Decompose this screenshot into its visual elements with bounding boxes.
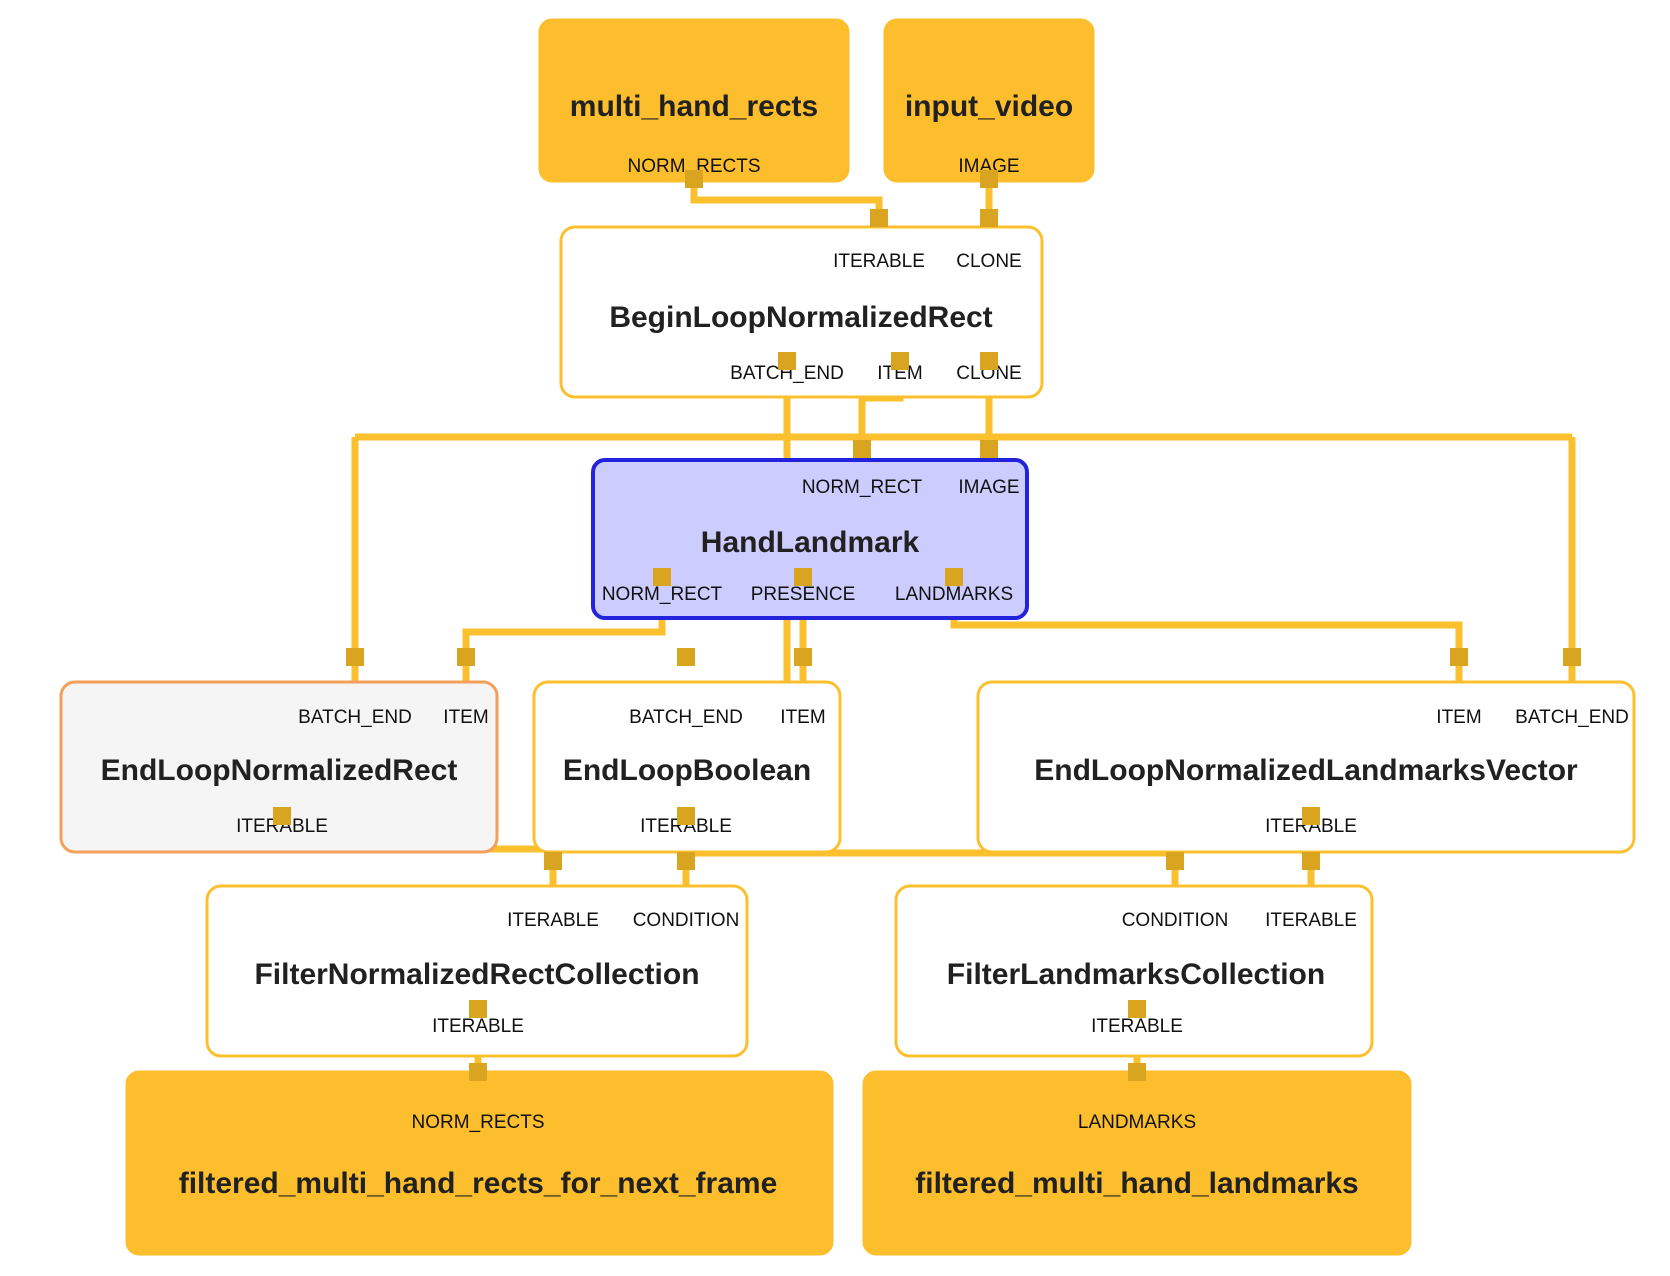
node-beginloopnormalizedrect[interactable]: BeginLoopNormalizedRect ITERABLE CLONE B… (559, 225, 1044, 399)
port-label-elnr-batch-end-in[interactable]: BATCH_END (298, 707, 412, 728)
port-label-elnr-item-in[interactable]: ITEM (443, 707, 488, 728)
port-label-flc-iterable-in[interactable]: ITERABLE (1265, 910, 1357, 931)
port-dot-flc-iterable-in[interactable] (1302, 852, 1320, 870)
port-label-image-out[interactable]: IMAGE (958, 156, 1019, 177)
port-label-elnlv-iterable-out[interactable]: ITERABLE (1265, 816, 1357, 837)
node-filtered-multi-hand-rects-for-next-frame[interactable]: NORM_RECTS filtered_multi_hand_rects_for… (125, 1070, 834, 1256)
port-label-flc-iterable-out[interactable]: ITERABLE (1091, 1016, 1183, 1037)
node-filterlandmarkscollection[interactable]: FilterLandmarksCollection CONDITION ITER… (894, 884, 1374, 1058)
port-dot-input-video-image[interactable] (980, 170, 998, 188)
port-label-elb-iterable-out[interactable]: ITERABLE (640, 816, 732, 837)
node-filtered-multi-hand-landmarks[interactable]: LANDMARKS filtered_multi_hand_landmarks (862, 1070, 1412, 1256)
node-title-multi-hand-rects: multi_hand_rects (570, 90, 818, 123)
port-label-hl-presence-out[interactable]: PRESENCE (751, 584, 856, 605)
port-label-elb-item-in[interactable]: ITEM (780, 707, 825, 728)
port-label-out-norm-rects-in[interactable]: NORM_RECTS (411, 1112, 544, 1133)
node-endloopnormalizedlandmarksvector[interactable]: EndLoopNormalizedLandmarksVector ITEM BA… (976, 680, 1636, 854)
port-dot-elnlv-iterable-out[interactable] (1302, 807, 1320, 825)
port-dot-begin-iterable-in[interactable] (870, 209, 888, 227)
node-title-filtered-multi-hand-rects: filtered_multi_hand_rects_for_next_frame (179, 1167, 778, 1200)
port-dot-elb-item-in[interactable] (794, 648, 812, 666)
port-label-out-landmarks-in[interactable]: LANDMARKS (1078, 1112, 1196, 1133)
node-title-endloopnormalizedlandmarksvector: EndLoopNormalizedLandmarksVector (1034, 754, 1578, 787)
port-dot-elnr-item-in[interactable] (457, 648, 475, 666)
port-label-hl-norm-rect-out[interactable]: NORM_RECT (602, 584, 723, 605)
port-label-begin-clone-in[interactable]: CLONE (956, 251, 1021, 272)
edge-multi-hand-rects-to-iterable (690, 180, 883, 233)
port-dot-layer (273, 170, 1581, 1081)
port-dot-begin-clone-in[interactable] (980, 209, 998, 227)
node-title-filterlandmarkscollection: FilterLandmarksCollection (947, 958, 1325, 991)
port-dot-hl-norm-rect-out[interactable] (653, 568, 671, 586)
port-label-elnlv-item-in[interactable]: ITEM (1436, 707, 1481, 728)
port-label-begin-clone-out[interactable]: CLONE (956, 363, 1021, 384)
port-label-begin-iterable-in[interactable]: ITERABLE (833, 251, 925, 272)
port-dot-flc-iterable-out[interactable] (1128, 1000, 1146, 1018)
node-endloopnormalizedrect[interactable]: EndLoopNormalizedRect BATCH_END ITEM ITE… (59, 680, 499, 854)
port-label-norm-rects-out[interactable]: NORM_RECTS (627, 156, 760, 177)
port-dot-multi-hand-rects-norm-rects[interactable] (685, 170, 703, 188)
port-dot-hl-norm-rect-in[interactable] (853, 440, 871, 458)
node-input-video[interactable]: input_video IMAGE (883, 18, 1095, 183)
port-dot-fnrc-condition-in[interactable] (677, 852, 695, 870)
port-label-elnlv-batch-end-in[interactable]: BATCH_END (1515, 707, 1629, 728)
port-dot-begin-item-out[interactable] (891, 352, 909, 370)
port-label-fnrc-iterable-in[interactable]: ITERABLE (507, 910, 599, 931)
port-label-hl-image-in[interactable]: IMAGE (958, 477, 1019, 498)
port-dot-flc-condition-in[interactable] (1166, 852, 1184, 870)
edge-landmarks-to-item (950, 578, 1463, 684)
node-title-beginloopnormalizedrect: BeginLoopNormalizedRect (609, 301, 992, 334)
node-multi-hand-rects[interactable]: multi_hand_rects NORM_RECTS (538, 18, 850, 183)
port-dot-begin-batch-end-out[interactable] (778, 352, 796, 370)
port-dot-fnrc-iterable-in[interactable] (544, 852, 562, 870)
port-label-hl-norm-rect-in[interactable]: NORM_RECT (802, 477, 923, 498)
node-title-filternormalizedrectcollection: FilterNormalizedRectCollection (254, 958, 699, 991)
port-dot-hl-presence-out[interactable] (794, 568, 812, 586)
port-dot-hl-image-in[interactable] (980, 440, 998, 458)
port-dot-elnlv-item-in[interactable] (1450, 648, 1468, 666)
node-title-handlandmark: HandLandmark (701, 526, 920, 559)
port-label-begin-item-out[interactable]: ITEM (877, 363, 922, 384)
node-filternormalizedrectcollection[interactable]: FilterNormalizedRectCollection ITERABLE … (205, 884, 749, 1058)
port-label-fnrc-condition-in[interactable]: CONDITION (633, 910, 740, 931)
port-dot-elnr-batch-end-in[interactable] (346, 648, 364, 666)
port-dot-out-norm-rects-in[interactable] (469, 1063, 487, 1081)
node-title-filtered-multi-hand-landmarks: filtered_multi_hand_landmarks (915, 1167, 1358, 1200)
node-endloopboolean[interactable]: EndLoopBoolean BATCH_END ITEM ITERABLE (532, 680, 842, 854)
node-title-input-video: input_video (905, 90, 1073, 123)
node-title-endloopnormalizedrect: EndLoopNormalizedRect (101, 754, 458, 787)
port-dot-begin-clone-out[interactable] (980, 352, 998, 370)
port-dot-elnlv-batch-end-in[interactable] (1563, 648, 1581, 666)
port-dot-hl-landmarks-out[interactable] (945, 568, 963, 586)
port-dot-elnr-iterable-out[interactable] (273, 807, 291, 825)
port-label-flc-condition-in[interactable]: CONDITION (1122, 910, 1229, 931)
port-dot-out-landmarks-in[interactable] (1128, 1063, 1146, 1081)
port-dot-elb-iterable-out[interactable] (677, 807, 695, 825)
port-label-begin-batch-end-out[interactable]: BATCH_END (730, 363, 844, 384)
node-handlandmark[interactable]: HandLandmark NORM_RECT IMAGE NORM_RECT P… (591, 458, 1029, 620)
port-dot-elb-batch-end-in[interactable] (677, 648, 695, 666)
port-dot-fnrc-iterable-out[interactable] (469, 1000, 487, 1018)
port-label-hl-landmarks-out[interactable]: LANDMARKS (895, 584, 1013, 605)
port-label-elnr-iterable-out[interactable]: ITERABLE (236, 816, 328, 837)
port-label-elb-batch-end-in[interactable]: BATCH_END (629, 707, 743, 728)
node-title-endloopboolean: EndLoopBoolean (563, 754, 811, 787)
port-label-fnrc-iterable-out[interactable]: ITERABLE (432, 1016, 524, 1037)
